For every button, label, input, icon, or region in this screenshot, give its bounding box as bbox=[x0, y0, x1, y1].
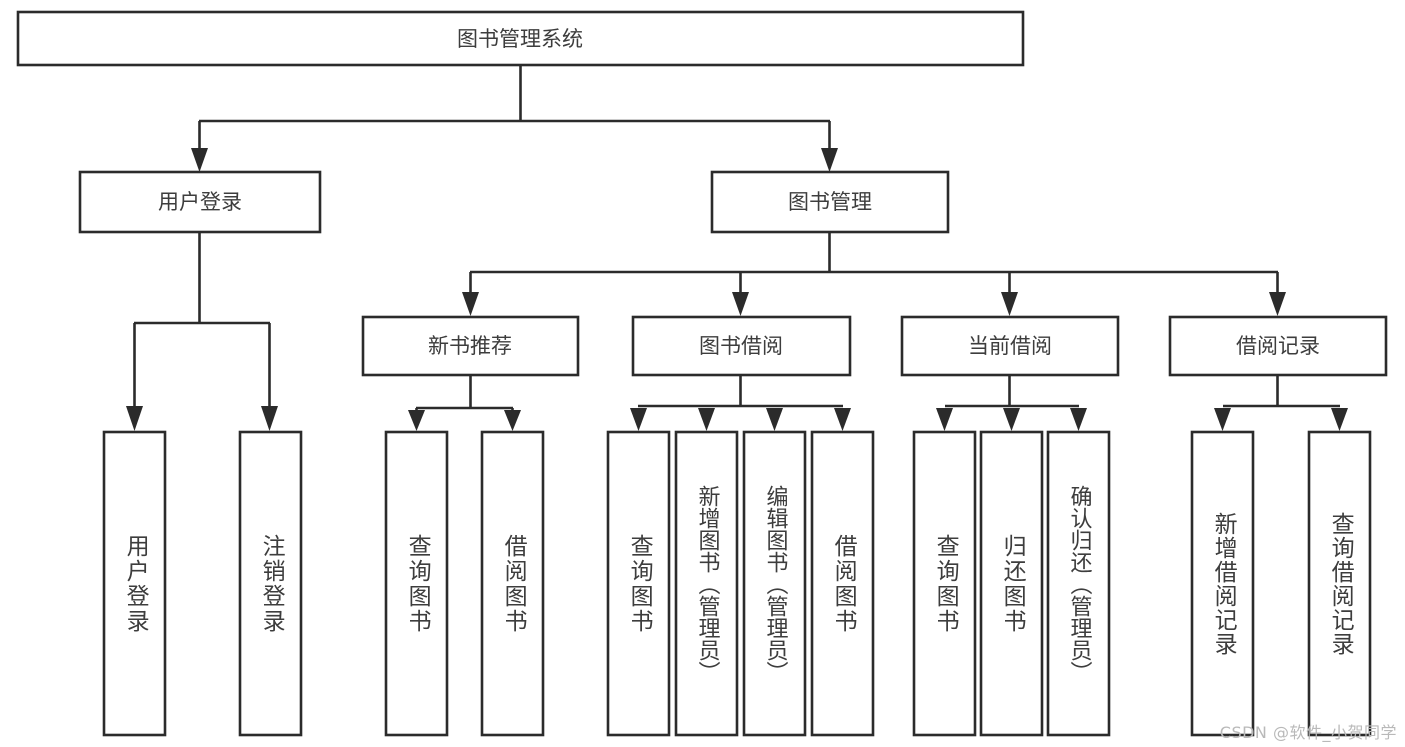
node-current-borrow[interactable]: 当前借阅 bbox=[900, 315, 1120, 377]
node-current-borrow-label: 当前借阅 bbox=[968, 334, 1052, 358]
arrowhead-borrowrecord-c1 bbox=[1214, 408, 1231, 431]
arrowhead-currentborrow-c1 bbox=[936, 408, 953, 431]
arrowhead-login bbox=[191, 148, 208, 172]
leaf-box-bookborrow-0[interactable] bbox=[606, 430, 671, 737]
node-borrow-record-box[interactable] bbox=[1168, 315, 1388, 377]
leaf-box-bookborrow-1[interactable] bbox=[674, 430, 739, 737]
arrowhead-bookborrow-c2 bbox=[698, 408, 715, 431]
leaf-box-user-login-0[interactable] bbox=[102, 430, 167, 737]
leaf-box-borrowrecord-0[interactable] bbox=[1190, 430, 1255, 737]
node-root[interactable]: 图书管理系统 bbox=[16, 10, 1025, 67]
arrowhead-login-c2 bbox=[261, 406, 278, 431]
leaf-box-currentborrow-0[interactable] bbox=[912, 430, 977, 737]
leaf-box-newbook-1[interactable] bbox=[480, 430, 545, 737]
node-book-management[interactable]: 图书管理 bbox=[710, 170, 950, 234]
arrowhead-currentborrow bbox=[1001, 292, 1018, 316]
leaf-box-bookborrow-3[interactable] bbox=[810, 430, 875, 737]
arrowhead-currentborrow-c2 bbox=[1003, 408, 1020, 431]
node-new-book-recommend-label: 新书推荐 bbox=[428, 334, 512, 358]
arrowhead-newbook-c1 bbox=[408, 410, 425, 431]
leaf-box-newbook-0[interactable] bbox=[384, 430, 449, 737]
node-book-borrow-label: 图书借阅 bbox=[699, 334, 783, 358]
arrowhead-newbook-c2 bbox=[504, 410, 521, 431]
node-new-book-recommend[interactable]: 新书推荐 bbox=[361, 315, 580, 377]
arrowhead-bookborrow bbox=[732, 292, 749, 316]
arrowhead-newbook bbox=[462, 292, 479, 316]
node-current-borrow-box[interactable] bbox=[900, 315, 1120, 377]
leaf-box-bookborrow-2[interactable] bbox=[742, 430, 807, 737]
node-borrow-record[interactable]: 借阅记录 bbox=[1168, 315, 1388, 377]
leaf-box-currentborrow-1[interactable] bbox=[979, 430, 1044, 737]
node-borrow-record-label: 借阅记录 bbox=[1236, 334, 1320, 358]
leaf-box-user-login-1[interactable] bbox=[238, 430, 303, 737]
leaf-box-currentborrow-2[interactable] bbox=[1046, 430, 1111, 737]
node-new-book-recommend-box[interactable] bbox=[361, 315, 580, 377]
arrowhead-bookborrow-c1 bbox=[630, 408, 647, 431]
arrowhead-bookborrow-c3 bbox=[766, 408, 783, 431]
arrowhead-borrowrecord-c2 bbox=[1331, 408, 1348, 431]
watermark-text: CSDN @软件_小贺同学 bbox=[1219, 723, 1397, 742]
arrowhead-borrowrecord bbox=[1269, 292, 1286, 316]
arrowhead-login-c1 bbox=[126, 406, 143, 431]
arrowhead-bookmgmt bbox=[821, 148, 838, 172]
arrowhead-bookborrow-c4 bbox=[834, 408, 851, 431]
arrowhead-currentborrow-c3 bbox=[1070, 408, 1087, 431]
node-book-management-label: 图书管理 bbox=[788, 190, 872, 214]
node-user-login[interactable]: 用户登录 bbox=[78, 170, 322, 234]
leaf-box-borrowrecord-1[interactable] bbox=[1307, 430, 1372, 737]
node-book-borrow-box[interactable] bbox=[631, 315, 852, 377]
node-book-management-box[interactable] bbox=[710, 170, 950, 234]
node-user-login-box[interactable] bbox=[78, 170, 322, 234]
node-user-login-label: 用户登录 bbox=[158, 190, 242, 214]
connector-group bbox=[126, 65, 1348, 431]
node-book-borrow[interactable]: 图书借阅 bbox=[631, 315, 852, 377]
node-root-label: 图书管理系统 bbox=[457, 27, 583, 51]
leaf-group bbox=[102, 430, 1372, 737]
node-root-box[interactable] bbox=[16, 10, 1025, 67]
